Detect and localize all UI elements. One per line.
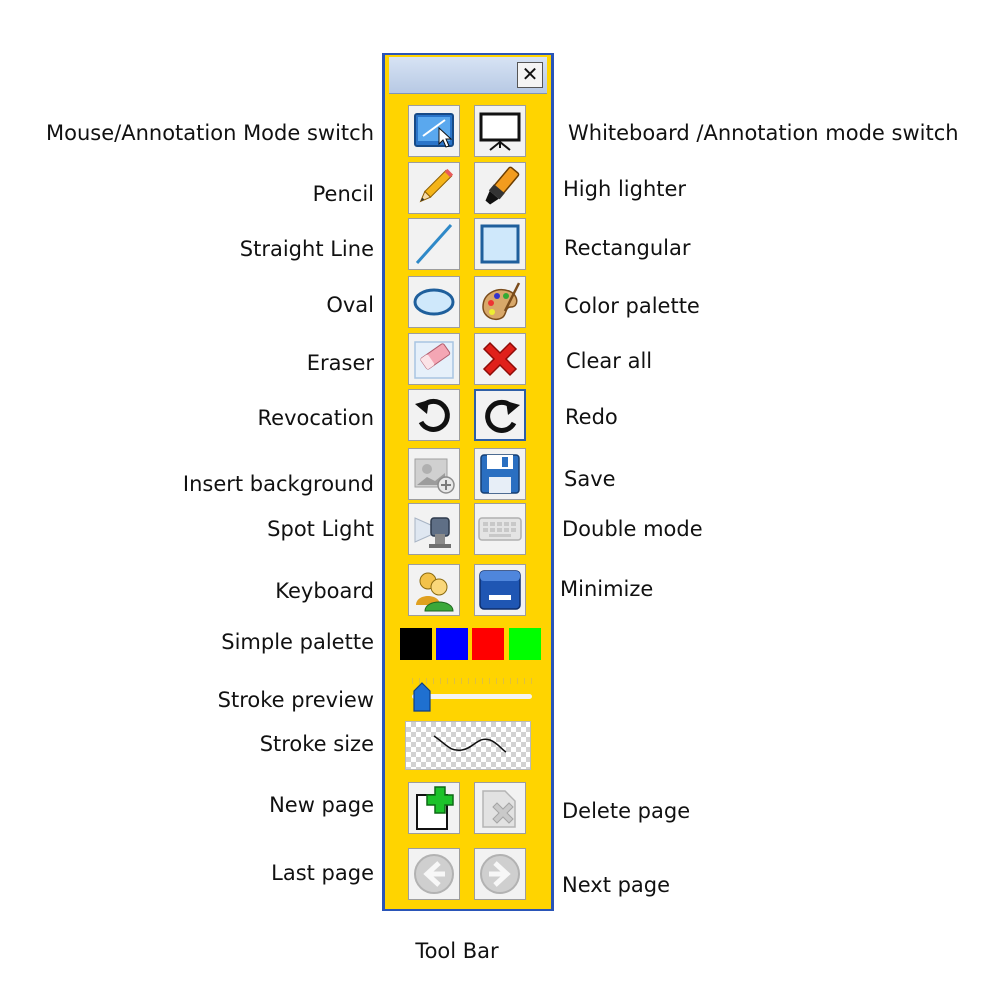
label-insert-background: Insert background [182,472,374,496]
eraser-button[interactable] [408,333,460,385]
oval-button[interactable] [408,276,460,328]
redo-button[interactable] [474,389,526,441]
label-double-mode: Double mode [562,517,703,541]
spot-light-button[interactable] [408,503,460,555]
new-page-button[interactable] [408,782,460,834]
label-color-palette: Color palette [564,294,700,318]
label-next-page: Next page [562,873,671,897]
label-oval: Oval [326,293,374,317]
stroke-slider-thumb[interactable] [413,682,431,712]
label-save: Save [564,467,616,491]
straight-line-button[interactable] [408,218,460,270]
label-rectangular: Rectangular [564,236,691,260]
keyboard-icon [478,517,522,541]
highlighter-button[interactable] [474,162,526,214]
mouse-annotation-mode-button[interactable] [408,105,460,157]
label-eraser: Eraser [306,351,374,375]
keyboard-button[interactable] [408,564,460,616]
palette-swatch-black[interactable] [400,628,432,660]
palette-swatch-red[interactable] [472,628,504,660]
stroke-slider-track[interactable] [412,694,532,699]
label-clear-all: Clear all [566,349,653,373]
tool-bar-title-bar[interactable]: ✕ [389,57,547,94]
insert-background-button[interactable] [408,448,460,500]
eraser-icon [414,341,454,379]
revocation-button[interactable] [408,389,460,441]
palette-swatch-blue[interactable] [436,628,468,660]
label-mouse-annotation-mode-switch: Mouse/Annotation Mode switch [46,121,374,145]
pencil-icon [419,168,454,203]
palette-swatch-green[interactable] [509,628,541,660]
undo-icon [415,398,450,432]
minimize-window-icon [479,570,521,610]
label-whiteboard-annotation-mode-switch: Whiteboard /Annotation mode switch [568,121,959,145]
rectangle-icon [480,224,520,264]
insert-image-icon [414,458,455,494]
pencil-button[interactable] [408,162,460,214]
stroke-slider-ticks [412,678,532,684]
delete-page-icon [482,790,516,828]
stroke-preview-box [405,721,531,770]
highlighter-icon [485,166,520,205]
label-delete-page: Delete page [562,799,691,823]
color-palette-button[interactable] [474,276,526,328]
label-revocation: Revocation [257,406,374,430]
whiteboard-annotation-mode-button[interactable] [474,105,526,157]
floppy-disk-icon [480,454,520,494]
label-keyboard: Keyboard [275,579,374,603]
oval-icon [413,288,455,316]
users-icon [416,572,454,612]
line-icon [415,223,453,265]
label-last-page: Last page [271,861,374,885]
arrow-right-icon [480,854,520,894]
new-page-plus-icon [416,786,454,830]
arrow-left-icon [414,854,454,894]
clear-all-button[interactable] [474,333,526,385]
next-page-button[interactable] [474,848,526,900]
label-highlighter: High lighter [563,177,687,201]
stroke-preview-curve [433,735,507,753]
label-stroke-preview: Stroke preview [217,688,374,712]
delete-page-button[interactable] [474,782,526,834]
label-spot-light: Spot Light [267,517,374,541]
label-pencil: Pencil [312,182,374,206]
label-simple-palette: Simple palette [221,630,374,654]
red-x-icon [482,341,518,377]
last-page-button[interactable] [408,848,460,900]
palette-icon [482,282,521,321]
tool-bar-caption: Tool Bar [415,939,499,963]
minimize-button[interactable] [474,564,526,616]
save-button[interactable] [474,448,526,500]
redo-icon [485,399,520,433]
whiteboard-icon [479,112,521,151]
label-redo: Redo [565,405,618,429]
label-straight-line: Straight Line [239,237,374,261]
double-mode-button[interactable] [474,503,526,555]
label-stroke-size: Stroke size [259,732,374,756]
rectangle-button[interactable] [474,218,526,270]
label-minimize: Minimize [560,577,654,601]
mouse-annotation-icon [414,113,454,148]
close-button[interactable]: ✕ [517,62,543,88]
spotlight-icon [414,517,451,548]
label-new-page: New page [269,793,374,817]
